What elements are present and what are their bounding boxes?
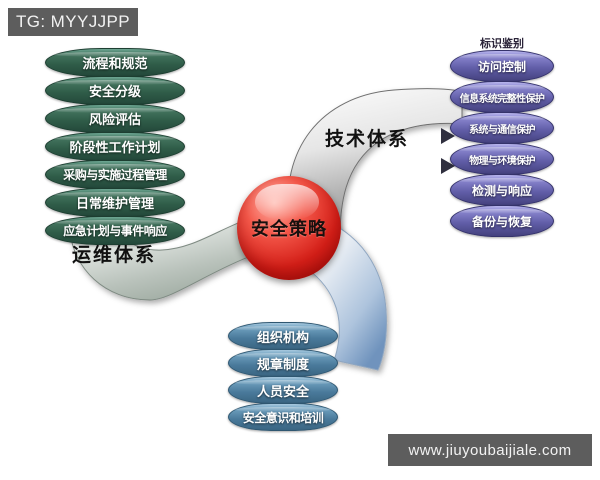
stack-item[interactable]: 采购与实施过程管理 bbox=[45, 160, 185, 189]
operations-stack: 流程和规范 安全分级 风险评估 阶段性工作计划 采购与实施过程管理 日常维护管理… bbox=[45, 48, 185, 245]
stack-item[interactable]: 规章制度 bbox=[228, 349, 338, 377]
stack-item[interactable]: 流程和规范 bbox=[45, 48, 185, 77]
stack-item[interactable]: 物理与环境保护 bbox=[450, 143, 554, 175]
arrow-to-technical-stack-2 bbox=[441, 158, 455, 174]
blade-label-technical: 技术体系 bbox=[325, 128, 410, 150]
stack-item[interactable]: 日常维护管理 bbox=[45, 188, 185, 217]
stack-item[interactable]: 备份与恢复 bbox=[450, 205, 554, 237]
stack-item[interactable]: 组织机构 bbox=[228, 322, 338, 350]
stack-item[interactable]: 系统与通信保护 bbox=[450, 112, 554, 144]
core-node-label: 安全策略 bbox=[251, 219, 327, 240]
management-stack: 组织机构 规章制度 人员安全 安全意识和培训 bbox=[228, 322, 338, 431]
blade-label-operations: 运维体系 bbox=[72, 244, 157, 266]
stack-item[interactable]: 应急计划与事件响应 bbox=[45, 216, 185, 245]
core-node-security-policy[interactable]: 安全策略 bbox=[237, 176, 341, 280]
arrow-to-technical-stack bbox=[441, 128, 455, 144]
stack-item[interactable]: 风险评估 bbox=[45, 104, 185, 133]
stack-item[interactable]: 人员安全 bbox=[228, 376, 338, 404]
stack-item[interactable]: 检测与响应 bbox=[450, 174, 554, 206]
stack-item[interactable]: 安全意识和培训 bbox=[228, 403, 338, 431]
technical-stack-header: 标识鉴别 bbox=[480, 37, 524, 50]
watermark-tag: TG: MYYJJPP bbox=[8, 8, 138, 36]
stack-item[interactable]: 安全分级 bbox=[45, 76, 185, 105]
stack-item[interactable]: 阶段性工作计划 bbox=[45, 132, 185, 161]
stack-item[interactable]: 信息系统完整性保护 bbox=[450, 81, 554, 113]
watermark-url: www.jiuyoubaijiale.com bbox=[388, 434, 592, 466]
technical-stack: 标识鉴别 访问控制 信息系统完整性保护 系统与通信保护 物理与环境保护 检测与响… bbox=[450, 37, 554, 237]
stack-item[interactable]: 访问控制 bbox=[450, 50, 554, 82]
